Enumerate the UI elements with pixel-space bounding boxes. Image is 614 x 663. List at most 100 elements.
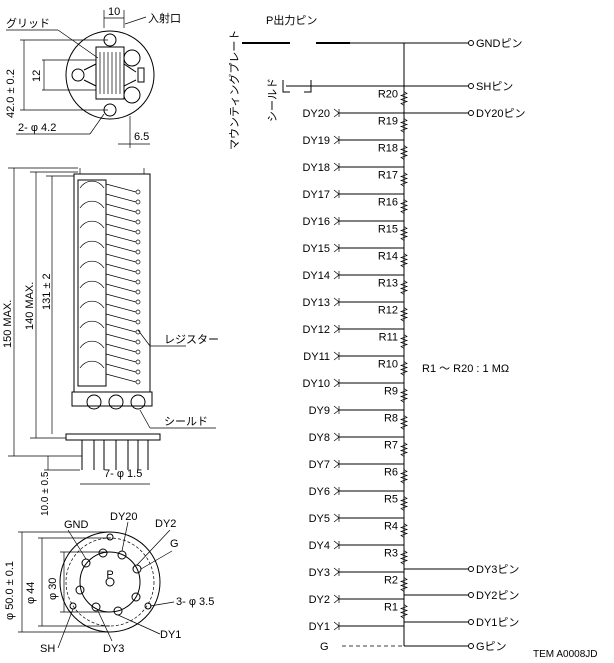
resistor-label: R14 (378, 251, 398, 263)
dim-30-label: φ 30 (47, 578, 59, 600)
resistor-label: R10 (378, 359, 398, 371)
dynode-label: DY13 (302, 297, 330, 309)
dynode-label: DY10 (302, 378, 330, 390)
dy3-pin-label: DY3ピン (476, 563, 519, 576)
resistor-symbol (399, 91, 409, 106)
dynode-symbol (333, 459, 340, 469)
schematic: マウンティングプレート P出力ピン GNDピン シールド SHピン DY20ピン… (227, 13, 526, 653)
resistor-symbol (399, 253, 409, 268)
dynode-symbol (333, 324, 340, 334)
dynode-arcs (79, 180, 105, 369)
dynode-symbol (333, 486, 340, 496)
dynode-symbol (333, 270, 340, 280)
dynode-label: DY16 (302, 216, 330, 228)
dynode-label: DY17 (302, 189, 330, 201)
dim-10-0-label: 10.0 ± 0.5 (40, 471, 51, 516)
resistor-label: R6 (384, 467, 398, 479)
resistor-symbol (399, 334, 409, 349)
resistor-symbol (399, 388, 409, 403)
side-element-left (71, 68, 85, 82)
resistor-label: R19 (378, 116, 398, 128)
resistor-label: R9 (384, 386, 398, 398)
resistor-symbol (399, 118, 409, 133)
pin-p-label: P (106, 569, 113, 581)
side-shield-label: シールド (164, 416, 208, 428)
pin-g-label: G (170, 538, 179, 550)
dynode-label: DY9 (309, 405, 330, 417)
resistor-label: R5 (384, 494, 398, 506)
side-element-lower-right (123, 86, 141, 104)
resistor-value-label: R1 ～ R20 : 1 MΩ (422, 363, 509, 375)
dim-50-label: φ 50.0 ± 0.1 (4, 561, 16, 620)
dim-150-label: 150 MAX. (2, 300, 14, 348)
dim-44-label: φ 44 (25, 582, 37, 604)
sh-pin-label: SHピン (476, 80, 513, 93)
resistor-chain-side (105, 183, 137, 383)
resistor-label: R3 (384, 548, 398, 560)
dynode-label: DY20 (302, 108, 330, 120)
resistor-symbol (399, 604, 409, 619)
dynode-symbol (333, 297, 340, 307)
holes-label: 2- φ 4.2 (18, 122, 56, 134)
window-label: 入射口 (148, 11, 181, 25)
g-pin-label: Gピン (476, 640, 507, 653)
dynode-symbol (333, 135, 340, 145)
resistor-symbol (399, 172, 409, 187)
dim-140-label: 140 MAX. (24, 282, 36, 330)
dynode-label: DY19 (302, 135, 330, 147)
dynode-symbol (333, 405, 340, 415)
dim-65-label: 6.5 (134, 131, 149, 143)
resistor-label: R7 (384, 440, 398, 452)
dynode-symbol (333, 189, 340, 199)
dynode-symbol (333, 513, 340, 523)
resistor-label: R13 (378, 278, 398, 290)
dynode-symbol (333, 243, 340, 253)
p-pin-label: P出力ピン (266, 13, 317, 27)
resistor-label: R1 (384, 602, 398, 614)
gnd-pin-label: GNDピン (476, 37, 522, 50)
grid-lines (99, 52, 121, 94)
pin-sh-label: SH (40, 643, 55, 655)
grid-window (95, 46, 125, 100)
dy1-pin-label: DY1ピン (476, 616, 519, 629)
shield-ring-left (86, 394, 102, 410)
dynode-symbol (333, 108, 340, 118)
resistor-symbol (399, 226, 409, 241)
resistor-label: R8 (384, 413, 398, 425)
base-outline-outer (59, 531, 161, 633)
dynode-label: DY2 (309, 594, 330, 606)
dynode-label: DY1 (309, 621, 330, 633)
dynode-label: DY11 (303, 351, 330, 363)
dynode-symbol (333, 594, 340, 604)
resistor-label: R15 (378, 224, 398, 236)
tube-outline-circle (65, 30, 155, 120)
dynode-symbol (333, 540, 340, 550)
g-label: G (320, 641, 329, 653)
dynode-label: DY3 (309, 567, 330, 579)
dim-10-label: 10 (108, 6, 120, 18)
dynode-label: DY12 (302, 324, 330, 336)
dynode-label: DY5 (309, 513, 330, 525)
edge-tab (137, 67, 145, 83)
resistor-label: R11 (379, 332, 398, 344)
resistor-symbol (399, 442, 409, 457)
bottom-view: GND DY20 DY2 G P SH DY3 DY1 3- φ 3.5 φ 5… (4, 511, 214, 655)
side-view: 150 MAX. 140 MAX. 131 ± 2 10.0 ± 0.5 7- … (2, 167, 219, 516)
dynode-label: DY7 (309, 459, 330, 471)
resistor-label: R12 (378, 305, 398, 317)
resistor-symbol (399, 280, 409, 295)
top-view: 10 入射口 グリッド 42.0 ± 0.2 12 2- φ 4.2 6.5 (5, 6, 181, 148)
figure-code: TEM A0008JD (533, 649, 597, 660)
pins-label: 7- φ 1.5 (104, 468, 142, 480)
shield-label: シールド (267, 78, 279, 122)
dynode-symbol (333, 378, 340, 388)
resistor-symbol (399, 550, 409, 565)
mounting-plate-label: マウンティングプレート (227, 30, 241, 150)
dynode-label: DY15 (302, 243, 330, 255)
resistor-label: R17 (378, 170, 398, 182)
resistor-symbol (399, 199, 409, 214)
resistor-label: R4 (384, 521, 398, 533)
dynode-label: DY14 (302, 270, 330, 282)
dy20-pin-label: DY20ピン (476, 107, 526, 120)
